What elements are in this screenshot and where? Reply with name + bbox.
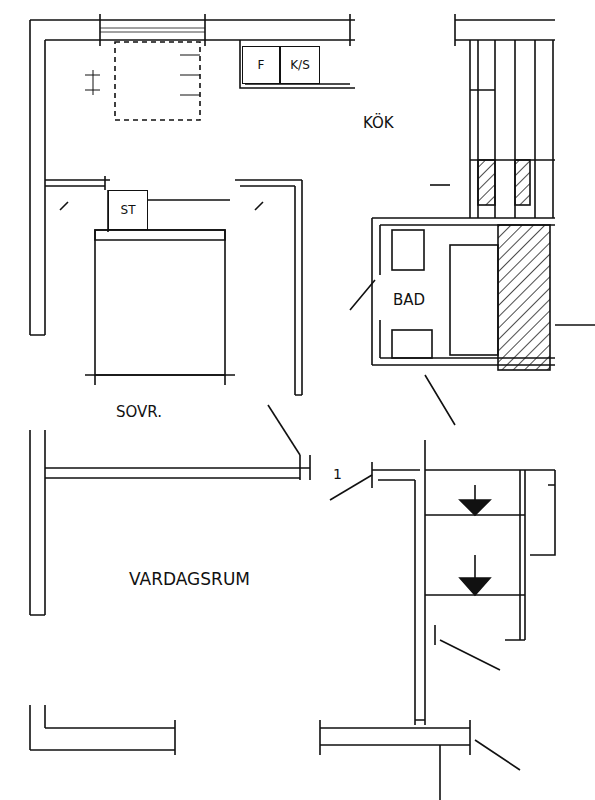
callout-number: 1	[332, 466, 343, 482]
cabinet-box: ST	[108, 190, 148, 230]
room-label: BAD	[392, 292, 426, 309]
cabinet-box: F	[242, 46, 280, 84]
cabinet-label: ST	[121, 204, 136, 216]
room-label: SOVR.	[115, 404, 163, 421]
cabinet-box: K/S	[280, 46, 320, 84]
room-label: VARDAGSRUM	[128, 570, 251, 589]
room-label: KÖK	[362, 115, 395, 132]
cabinet-label: K/S	[290, 59, 310, 71]
cabinet-label: F	[258, 59, 265, 71]
